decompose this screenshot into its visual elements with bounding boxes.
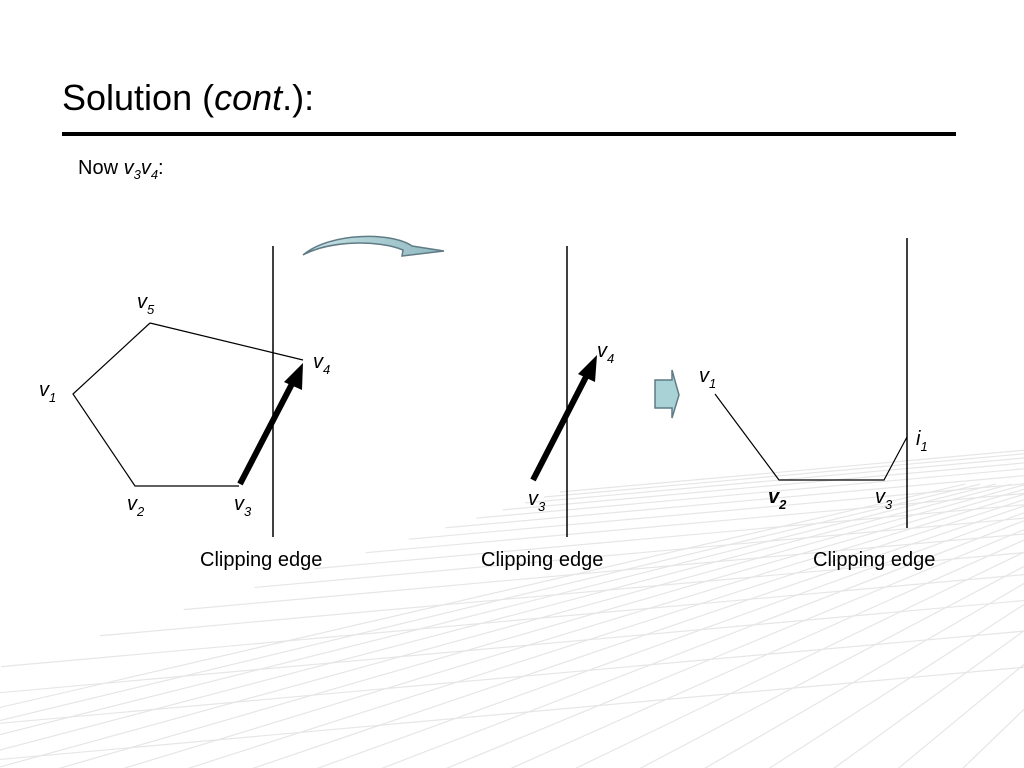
slide-subtitle: Now v3v4: <box>78 157 164 182</box>
clip-edge-label-1: Clipping edge <box>200 549 322 571</box>
label-v4: v4 <box>313 351 330 377</box>
curved-arrow-icon <box>302 235 445 257</box>
title-underline <box>62 132 956 136</box>
label-v1-p3: v1 <box>699 365 716 391</box>
perspective-floor-grid <box>0 449 1024 768</box>
edge-v5-v4 <box>149 322 304 361</box>
clip-edge-label-2: Clipping edge <box>481 549 603 571</box>
polygon-edges <box>72 322 239 487</box>
edge-v3-v4-arrow-2 <box>530 371 591 482</box>
label-v3-p3: v3 <box>875 486 893 512</box>
panel-original-polygon: v5 v4 v1 v2 v3 Clipping edge <box>39 246 330 571</box>
slide-title: Solution (cont.): <box>62 77 314 118</box>
arrowhead-1 <box>284 363 303 390</box>
panel-edge-v3-v4: v4 v3 Clipping edge <box>481 246 614 571</box>
edge-v3-v4-arrow <box>237 378 297 486</box>
label-v5: v5 <box>137 291 155 317</box>
panel-clipped-result: v1 v2 v3 i1 Clipping edge <box>699 238 935 571</box>
label-v2: v2 <box>127 493 145 519</box>
label-v4-p2: v4 <box>597 340 614 366</box>
label-v3: v3 <box>234 493 252 519</box>
label-i1: i1 <box>916 428 928 454</box>
arrowhead-2 <box>578 355 597 382</box>
label-v1: v1 <box>39 379 56 405</box>
result-polyline <box>714 393 908 481</box>
label-v2-p3: v2 <box>768 486 787 512</box>
right-arrow-icon <box>654 369 680 419</box>
clip-edge-label-3: Clipping edge <box>813 549 935 571</box>
label-v3-p2: v3 <box>528 488 546 514</box>
